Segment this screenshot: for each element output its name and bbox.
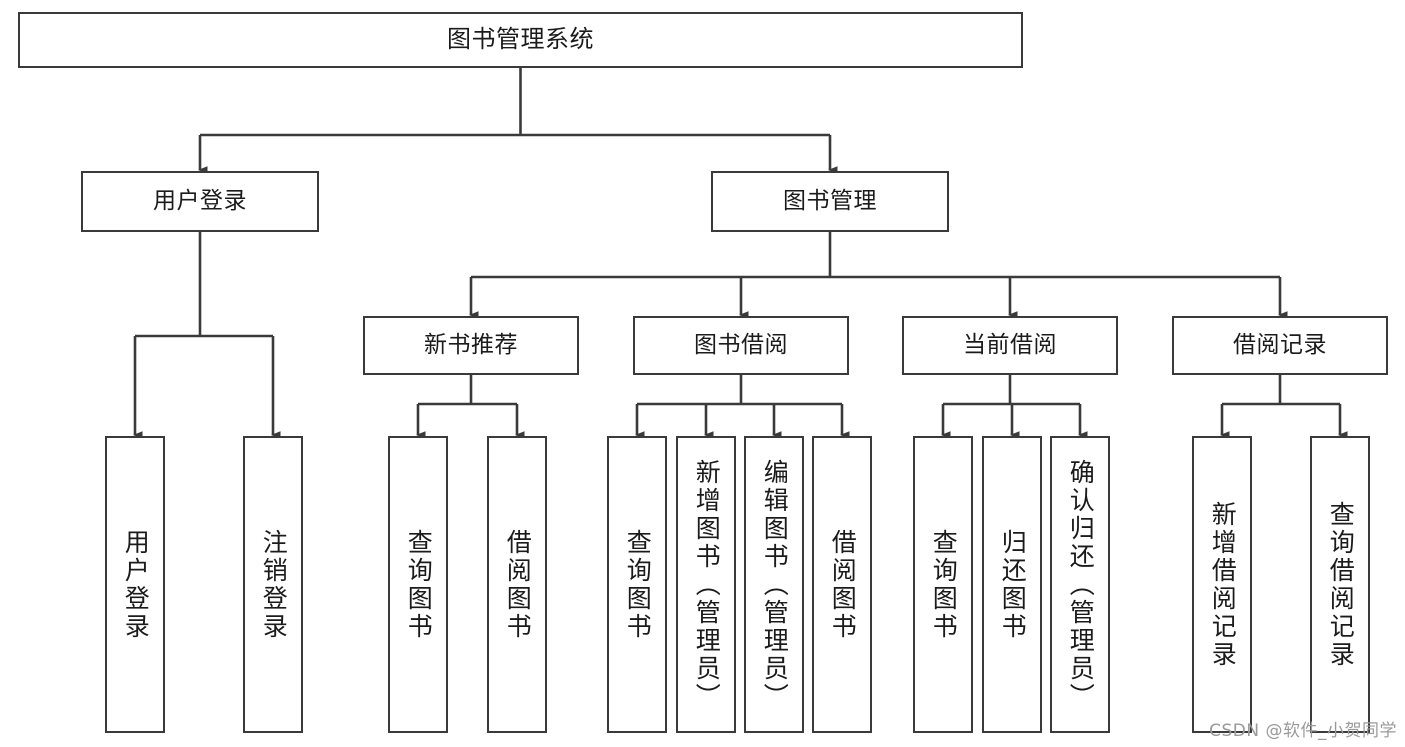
node-book-borrow-label: 图书借阅 [694,332,788,359]
node-root-label: 图书管理系统 [447,25,594,54]
leaf-query-book-2-label: 查询图书 [623,528,653,641]
node-book-borrow[interactable]: 图书借阅 [633,316,849,375]
leaf-user-login[interactable]: 用户登录 [105,436,165,733]
leaf-confirm-return-label: 确认归还（管理员） [1066,458,1096,711]
leaf-query-book-1[interactable]: 查询图书 [388,436,448,733]
node-new-book-recommend-label: 新书推荐 [424,332,518,359]
leaf-borrow-book-2[interactable]: 借阅图书 [812,436,872,733]
node-new-book-recommend[interactable]: 新书推荐 [363,316,579,375]
leaf-edit-book-label: 编辑图书（管理员） [760,458,790,711]
node-book-manage-label: 图书管理 [783,188,877,215]
leaf-return-book[interactable]: 归还图书 [982,436,1042,733]
node-book-manage[interactable]: 图书管理 [711,171,949,232]
leaf-return-book-label: 归还图书 [998,528,1028,641]
leaf-confirm-return[interactable]: 确认归还（管理员） [1050,436,1110,733]
node-user-login-label: 用户登录 [153,188,247,215]
leaf-borrow-book-1[interactable]: 借阅图书 [487,436,547,733]
leaf-user-logout-label: 注销登录 [259,528,289,641]
leaf-edit-book[interactable]: 编辑图书（管理员） [744,436,804,733]
csdn-watermark: CSDN @软件_小贺同学 [1209,721,1397,741]
node-borrow-record[interactable]: 借阅记录 [1172,316,1388,375]
node-borrow-record-label: 借阅记录 [1233,332,1327,359]
node-current-borrow[interactable]: 当前借阅 [902,316,1118,375]
leaf-user-logout[interactable]: 注销登录 [243,436,303,733]
leaf-user-login-label: 用户登录 [121,528,151,641]
leaf-add-book[interactable]: 新增图书（管理员） [676,436,736,733]
node-user-login[interactable]: 用户登录 [81,171,319,232]
leaf-add-borrow-record[interactable]: 新增借阅记录 [1192,436,1252,733]
leaf-add-book-label: 新增图书（管理员） [692,458,722,711]
leaf-query-borrow-record[interactable]: 查询借阅记录 [1310,436,1370,733]
node-root[interactable]: 图书管理系统 [18,12,1023,68]
leaf-borrow-book-1-label: 借阅图书 [503,528,533,641]
leaf-add-borrow-record-label: 新增借阅记录 [1208,500,1238,669]
leaf-query-book-2[interactable]: 查询图书 [607,436,667,733]
leaf-query-book-1-label: 查询图书 [404,528,434,641]
leaf-query-borrow-record-label: 查询借阅记录 [1326,500,1356,669]
leaf-borrow-book-2-label: 借阅图书 [828,528,858,641]
node-current-borrow-label: 当前借阅 [963,332,1057,359]
leaf-query-book-3-label: 查询图书 [929,528,959,641]
leaf-query-book-3[interactable]: 查询图书 [913,436,973,733]
